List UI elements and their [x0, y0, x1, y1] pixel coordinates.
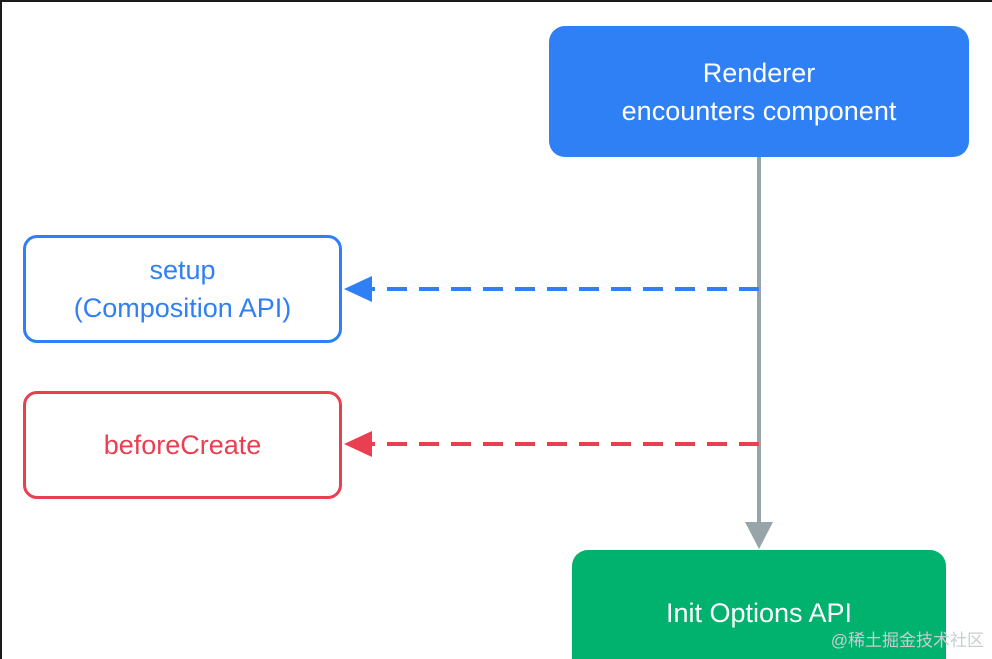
renderer-node: Renderer encounters component — [549, 26, 969, 157]
before-create-node-label: beforeCreate — [103, 430, 262, 460]
before-create-node: beforeCreate — [23, 391, 342, 499]
watermark: @稀土掘金技术社区 — [830, 631, 984, 650]
setup-branch-arrowhead — [344, 276, 372, 302]
main-flow-arrowhead — [745, 522, 773, 549]
init-options-node: Init Options API — [572, 550, 946, 659]
renderer-node-label: Renderer encounters component — [621, 57, 897, 126]
setup-node-label: setup (Composition API) — [73, 255, 292, 323]
before-create-branch-arrowhead — [344, 431, 372, 457]
setup-node: setup (Composition API) — [23, 235, 342, 343]
init-options-node-label: Init Options API — [665, 598, 853, 628]
